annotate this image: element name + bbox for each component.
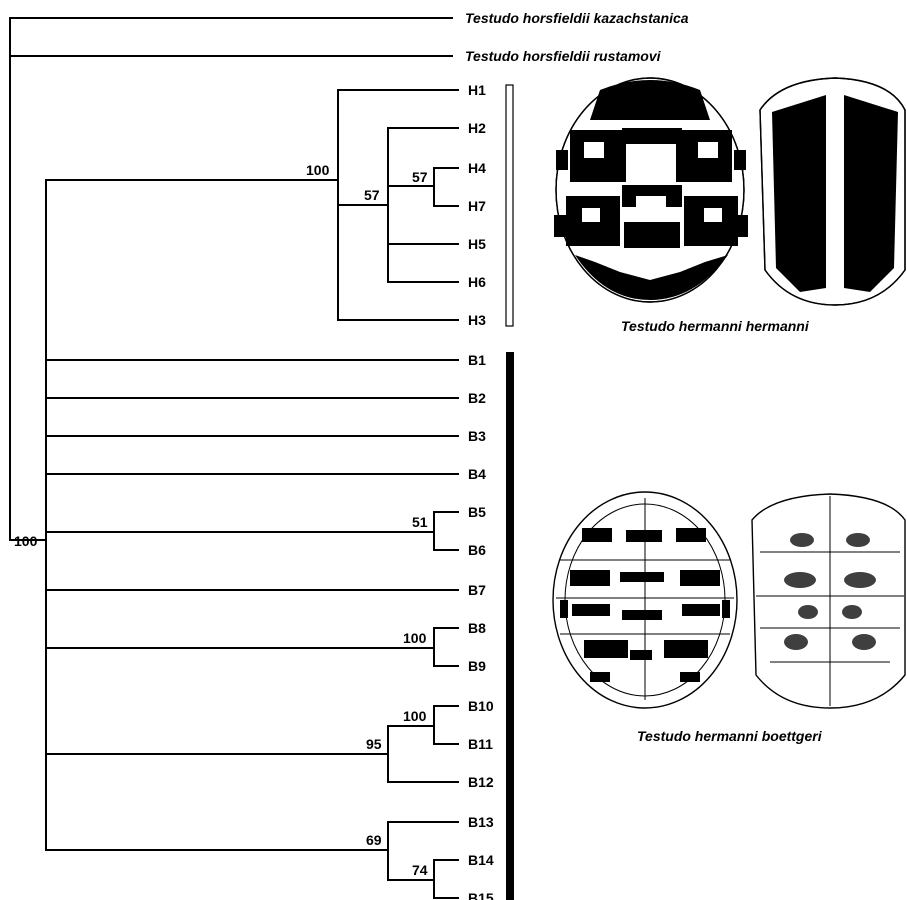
caption-boettgeri: Testudo hermanni boettgeri [637,728,823,744]
taxon-label-kazachstanica: Testudo horsfieldii kazachstanica [465,10,689,26]
leaf-label-b13: B13 [468,814,494,830]
leaf-label-b6: B6 [468,542,486,558]
support-value-h-inner: 57 [364,187,380,203]
support-values: 100 100 57 57 51 100 100 95 69 74 [14,162,428,878]
leaf-label-b4: B4 [468,466,486,482]
support-value-b8-b9: 100 [403,630,427,646]
leaf-label-b1: B1 [468,352,486,368]
leaf-label-b12: B12 [468,774,494,790]
leaf-labels-h: H1 H2 H4 H7 H5 H6 H3 [468,82,486,328]
tree-edges [9,17,459,899]
leaf-label-b8: B8 [468,620,486,636]
leaf-label-b7: B7 [468,582,486,598]
leaf-label-h6: H6 [468,274,486,290]
leaf-label-b10: B10 [468,698,494,714]
shell-plastron-speckled-icon [751,493,906,709]
caption-hermanni: Testudo hermanni hermanni [621,318,810,334]
support-value-h-root: 100 [306,162,330,178]
clade-bar-boettgeri [506,352,514,900]
leaf-label-h1: H1 [468,82,486,98]
leaf-label-b3: B3 [468,428,486,444]
leaf-label-b14: B14 [468,852,494,868]
support-value-b13-b15: 69 [366,832,382,848]
leaf-label-h3: H3 [468,312,486,328]
clade-bar-hermanni [505,84,514,327]
leaf-label-h4: H4 [468,160,486,176]
support-value-b14-b15: 74 [412,862,428,878]
shell-plastron-dark-icon [759,77,906,306]
support-value-b5-b6: 51 [412,514,428,530]
leaf-label-b2: B2 [468,390,486,406]
leaf-label-h5: H5 [468,236,486,252]
shell-carapace-light-icon [552,491,738,709]
support-value-b10-b11: 100 [403,708,427,724]
support-value-h4-h7: 57 [412,169,428,185]
leaf-label-b9: B9 [468,658,486,674]
shell-carapace-dark-icon [554,77,748,303]
leaf-label-h7: H7 [468,198,486,214]
leaf-label-b11: B11 [468,736,493,752]
leaf-labels-b: B1 B2 B3 B4 B5 B6 B7 B8 B9 B10 B11 B12 B… [468,352,494,900]
support-value-ingroup: 100 [14,533,38,549]
taxon-label-rustamovi: Testudo horsfieldii rustamovi [465,48,662,64]
leaf-label-b15: B15 [468,890,494,900]
leaf-label-b5: B5 [468,504,486,520]
support-value-b10-b12: 95 [366,736,382,752]
leaf-label-h2: H2 [468,120,486,136]
